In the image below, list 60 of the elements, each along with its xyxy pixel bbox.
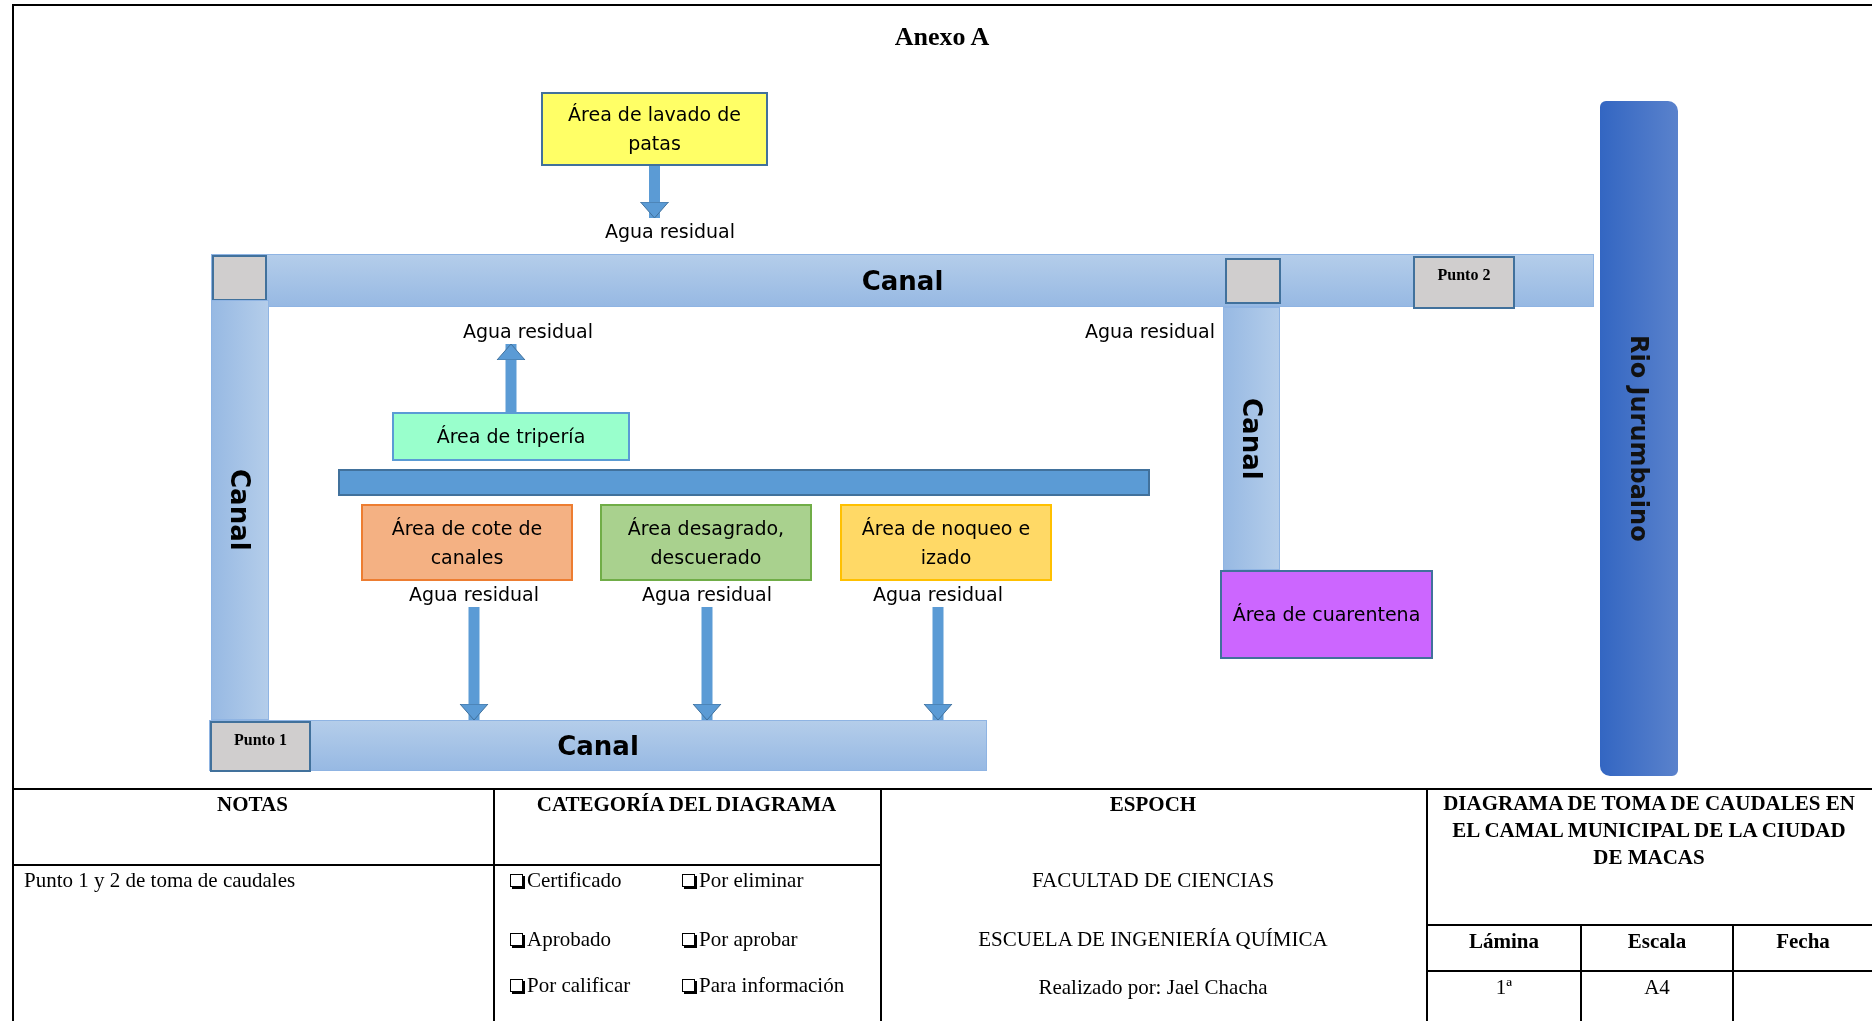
column-header: Lámina xyxy=(1468,929,1540,955)
point-label: Punto 2 xyxy=(1437,266,1491,284)
area-label: Área de lavado de patas xyxy=(567,102,742,156)
wastewater-label: Agua residual xyxy=(394,581,554,607)
canal-bar xyxy=(211,254,1594,307)
drawing-title: DIAGRAMA DE TOMA DE CAUDALES EN EL CAMAL MUNICIPAL DE LA CIUDAD DE MACAS xyxy=(1442,790,1856,871)
wastewater-label: Agua residual xyxy=(448,318,608,344)
area-box xyxy=(840,504,1052,581)
junction-box xyxy=(212,255,267,301)
point-label: Punto 1 xyxy=(234,731,287,749)
checkbox-label: Certificado xyxy=(527,868,623,894)
canal-label: Canal xyxy=(557,730,639,761)
area-label: Área de cote de canales xyxy=(390,515,544,570)
wastewater-label: Agua residual xyxy=(627,581,787,607)
canal-label: Canal xyxy=(861,265,944,296)
wastewater-label: Agua residual xyxy=(1083,320,1217,343)
block-arrow xyxy=(496,343,526,412)
checkbox-label: Por eliminar xyxy=(699,868,805,894)
area-box xyxy=(392,412,630,461)
column-header: NOTAS xyxy=(216,792,289,818)
checkbox-label: Por aprobar xyxy=(699,927,799,953)
area-label: Área de noqueo e izado xyxy=(860,515,1032,570)
checkbox-label: Para información xyxy=(699,973,846,999)
area-label: Área de tripería xyxy=(436,424,586,449)
sampling-point-box xyxy=(210,721,311,772)
sheet-number: 1ª xyxy=(1494,975,1514,1001)
block-arrow xyxy=(692,607,722,721)
canal-label: Canal xyxy=(1236,397,1267,480)
block-arrow xyxy=(459,607,489,721)
column-header: Escala xyxy=(1626,929,1688,955)
note-text: Punto 1 y 2 de toma de caudales xyxy=(24,868,297,894)
river-label: Rio Jurumbaino xyxy=(1625,335,1653,542)
wastewater-label: Agua residual xyxy=(858,581,1018,607)
diagram-title: Anexo A xyxy=(893,22,991,52)
checkbox-label: Aprobado xyxy=(527,927,612,953)
wastewater-label: Agua residual xyxy=(590,218,750,244)
area-box xyxy=(361,504,573,581)
canal-bar xyxy=(209,720,987,771)
canal-label: Canal xyxy=(225,469,255,551)
area-label: Área desagrado, descuerado xyxy=(626,515,786,570)
canal-bar xyxy=(211,300,269,720)
column-header: ESPOCH xyxy=(1108,792,1198,818)
column-header: CATEGORÍA DEL DIAGRAMA xyxy=(535,792,838,818)
scale-value: A4 xyxy=(1643,975,1671,1001)
area-label: Área de cuarentena xyxy=(1232,602,1421,627)
block-arrow xyxy=(640,166,669,219)
school-text: ESCUELA DE INGENIERÍA QUÍMICA xyxy=(977,927,1329,953)
area-box xyxy=(1220,570,1433,659)
collector-bar xyxy=(338,469,1150,496)
block-arrow xyxy=(923,607,953,721)
faculty-text: FACULTAD DE CIENCIAS xyxy=(1030,868,1276,894)
canal-bar xyxy=(1223,307,1280,570)
column-header: Fecha xyxy=(1775,929,1831,955)
junction-box xyxy=(1225,258,1281,304)
area-box xyxy=(600,504,812,581)
river-band xyxy=(1600,101,1678,776)
author-text: Realizado por: Jael Chacha xyxy=(1037,975,1269,1001)
checkbox-label: Por calificar xyxy=(527,973,632,999)
area-box xyxy=(541,92,768,166)
sampling-point-box xyxy=(1413,256,1515,309)
